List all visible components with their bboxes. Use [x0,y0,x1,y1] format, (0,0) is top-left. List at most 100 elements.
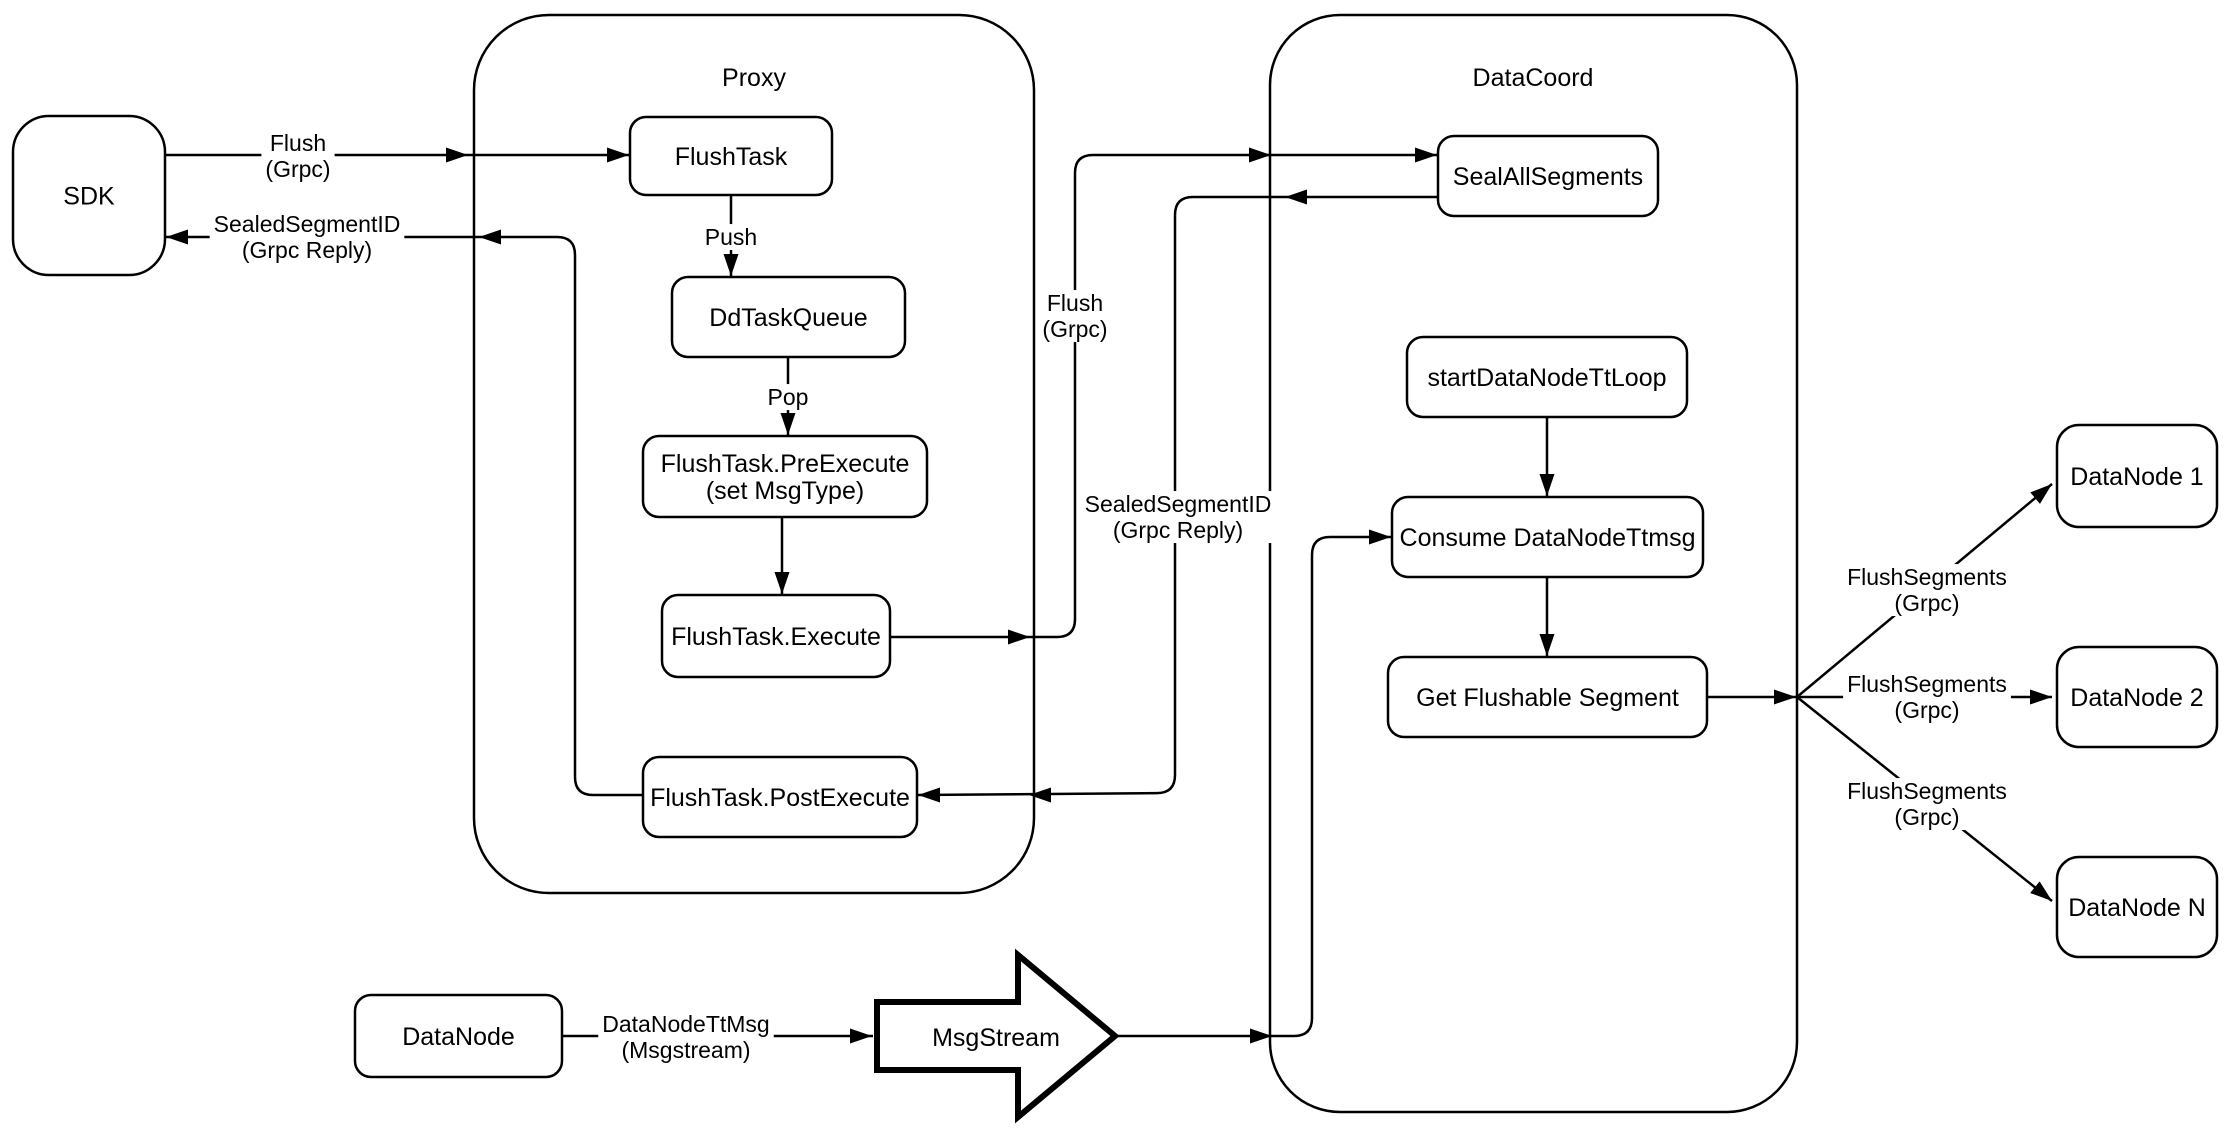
edge-msg-stream-to-consume [1115,529,1392,1044]
node-flush-task-execute-box [660,593,892,679]
node-consume-data-node-ttmsg-label: Consume DataNodeTtmsg [1400,524,1696,552]
shape-msg-stream: MsgStream [874,948,1120,1124]
node-data-node-n-label: DataNode N [2068,894,2206,922]
edge-sdk-to-flush-task [165,147,630,163]
node-seal-all-segments: SealAllSegments [1436,134,1660,218]
node-consume-data-node-ttmsg-box [1390,495,1705,579]
arrowhead-icon [446,147,468,163]
edge-label-flush-task-to-queue-text: Push [705,224,757,250]
edge-consume-to-get-flushable [1539,577,1555,657]
arrowhead-icon [1539,634,1555,656]
arrowhead-icon [1369,529,1391,545]
arrowhead-icon [780,413,796,435]
edge-execute-to-seal-all-line [890,153,1438,639]
edge-label-flush-task-to-queue-bg [700,224,762,251]
arrowhead-icon [2030,689,2052,705]
node-flush-task-execute: FlushTask.Execute [660,593,892,679]
node-consume-data-node-ttmsg: Consume DataNodeTtmsg [1390,495,1705,579]
edge-label-junction-to-data-node-1-bg [1843,564,2011,617]
container-proxy-title: Proxy [722,64,786,92]
edge-get-flushable-to-junction [1707,689,1797,705]
node-start-data-node-tt-loop: startDataNodeTtLoop [1405,335,1689,419]
edge-label-junction-to-data-node-2: FlushSegments(Grpc) [1843,671,2011,724]
node-flush-task-label: FlushTask [675,143,788,171]
arrowhead-icon [2030,881,2052,901]
edge-label-seal-all-to-post-execute-text: SealedSegmentID(Grpc Reply) [1085,491,1272,543]
node-dd-task-queue: DdTaskQueue [670,275,907,359]
node-data-node-2-box [2055,645,2219,749]
edge-label-queue-to-pre-execute-bg [763,384,813,411]
node-sdk-box [11,114,167,277]
node-dd-task-queue-label: DdTaskQueue [709,304,867,332]
arrowhead-icon [1029,787,1051,803]
edge-post-execute-to-sdk-line [165,235,643,797]
node-data-node-2: DataNode 2 [2055,645,2219,749]
edge-label-junction-to-data-node-1: FlushSegments(Grpc) [1843,564,2011,617]
arrowhead-icon [607,147,629,163]
node-data-node-1-box [2055,423,2219,529]
node-flush-task-post-execute-box [641,755,919,839]
edge-label-execute-to-seal-all-bg [1038,290,1112,343]
arrowhead-icon [1285,189,1307,205]
layer-nodes: SDK FlushTaskDdTaskQueueFlushTask.PreExec… [11,114,2219,1124]
node-data-node-bottom-label: DataNode [402,1023,515,1051]
container-datacoord-title: DataCoord [1473,64,1594,92]
node-sdk: SDK [11,114,167,277]
node-sdk-label: SDK [63,182,115,210]
edge-label-post-execute-to-sdk-text: SealedSegmentID(Grpc Reply) [214,211,401,263]
edge-label-post-execute-to-sdk: SealedSegmentID(Grpc Reply) [209,211,405,264]
node-get-flushable-segment-label: Get Flushable Segment [1416,684,1679,712]
arrowhead-icon [2030,484,2052,504]
node-flush-task-pre-execute: FlushTask.PreExecute(set MsgType) [641,434,929,519]
edge-label-data-node-to-msg-stream: DataNodeTtMsg(Msgstream) [598,1011,774,1064]
node-seal-all-segments-label: SealAllSegments [1453,163,1643,191]
edge-label-data-node-to-msg-stream-text: DataNodeTtMsg(Msgstream) [602,1011,769,1063]
arrowhead-icon [774,572,790,594]
edge-label-junction-to-data-node-1-text: FlushSegments(Grpc) [1847,564,2007,616]
edge-label-junction-to-data-node-n: FlushSegments(Grpc) [1843,778,2011,831]
shape-msg-stream-arrow-icon [874,948,1120,1124]
edge-label-sdk-to-flush-task-bg [261,130,335,183]
edge-post-execute-to-sdk [165,229,643,797]
edge-label-execute-to-seal-all: Flush(Grpc) [1038,290,1112,343]
node-flush-task-execute-label: FlushTask.Execute [671,623,881,651]
edge-label-seal-all-to-post-execute-bg [1080,491,1276,544]
arrowhead-icon [1249,147,1271,163]
edge-start-loop-to-consume [1539,417,1555,497]
node-flush-task-post-execute: FlushTask.PostExecute [641,755,919,839]
node-dd-task-queue-box [670,275,907,359]
arrowhead-icon [1415,147,1437,163]
node-data-node-1: DataNode 1 [2055,423,2219,529]
arrowhead-icon [1774,689,1796,705]
node-flush-task: FlushTask [628,115,834,197]
node-seal-all-segments-box [1436,134,1660,218]
edge-label-queue-to-pre-execute: Pop [763,384,813,411]
edge-label-junction-to-data-node-n-bg [1843,778,2011,831]
node-data-node-1-label: DataNode 1 [2070,463,2203,491]
edge-label-post-execute-to-sdk-bg [209,211,405,264]
arrowhead-icon [723,254,739,276]
edge-label-junction-to-data-node-2-bg [1843,671,2011,724]
edge-execute-to-seal-all [890,147,1438,645]
edge-msg-stream-to-consume-line [1115,535,1392,1038]
node-flush-task-box [628,115,834,197]
edge-label-seal-all-to-post-execute: SealedSegmentID(Grpc Reply) [1080,491,1276,544]
node-flush-task-post-execute-label: FlushTask.PostExecute [650,784,910,812]
node-get-flushable-segment: Get Flushable Segment [1386,655,1709,739]
arrowhead-icon [166,229,188,245]
layer-edges [165,147,2053,1044]
arrowhead-icon [1539,474,1555,496]
edge-label-sdk-to-flush-task-text: Flush(Grpc) [265,130,330,182]
arrowhead-icon [1250,1028,1272,1044]
arrowhead-icon [479,229,501,245]
arrowhead-icon [850,1028,872,1044]
edge-label-sdk-to-flush-task: Flush(Grpc) [261,130,335,183]
node-flush-task-pre-execute-label: FlushTask.PreExecute(set MsgType) [661,450,910,505]
edge-pre-execute-to-execute [774,517,790,595]
edge-label-flush-task-to-queue: Push [700,224,762,251]
node-data-node-bottom: DataNode [353,993,564,1079]
node-data-node-bottom-box [353,993,564,1079]
shape-msg-stream-label: MsgStream [932,1024,1060,1052]
